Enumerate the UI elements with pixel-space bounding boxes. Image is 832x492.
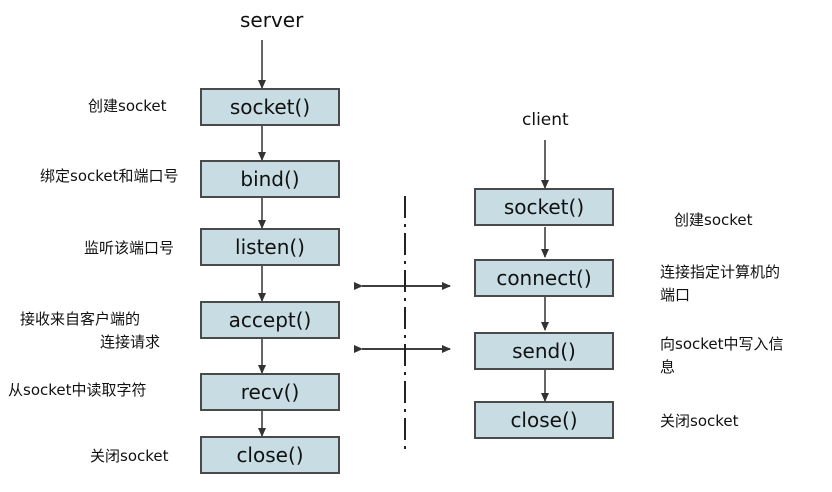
server-note-listen: 监听该端口号 xyxy=(84,239,175,257)
client-title: client xyxy=(522,110,569,130)
server-recv-box: recv() xyxy=(200,373,340,411)
server-title: server xyxy=(240,8,304,32)
server-note-bind: 绑定socket和端口号 xyxy=(40,167,179,185)
client-send-box: send() xyxy=(474,332,614,370)
server-note-close: 关闭socket xyxy=(90,447,169,465)
server-note-accept-1: 接收来自客户端的 xyxy=(20,310,141,328)
client-note-send-2: 息 xyxy=(660,358,676,376)
server-note-socket: 创建socket xyxy=(88,97,167,115)
client-note-close: 关闭socket xyxy=(660,412,739,430)
server-bind-box: bind() xyxy=(200,160,340,198)
client-note-send-1: 向socket中写入信 xyxy=(660,335,784,353)
client-note-socket: 创建socket xyxy=(674,211,753,229)
server-accept-box: accept() xyxy=(200,301,340,339)
server-note-accept-2: 连接请求 xyxy=(100,333,161,351)
server-socket-box: socket() xyxy=(200,88,340,126)
client-connect-box: connect() xyxy=(474,259,614,297)
client-close-box: close() xyxy=(474,401,614,439)
client-note-connect-1: 连接指定计算机的 xyxy=(660,263,781,281)
server-close-box: close() xyxy=(200,436,340,474)
client-socket-box: socket() xyxy=(474,188,614,226)
server-listen-box: listen() xyxy=(200,228,340,266)
client-note-connect-2: 端口 xyxy=(660,286,691,304)
server-note-recv: 从socket中读取字符 xyxy=(8,381,147,399)
